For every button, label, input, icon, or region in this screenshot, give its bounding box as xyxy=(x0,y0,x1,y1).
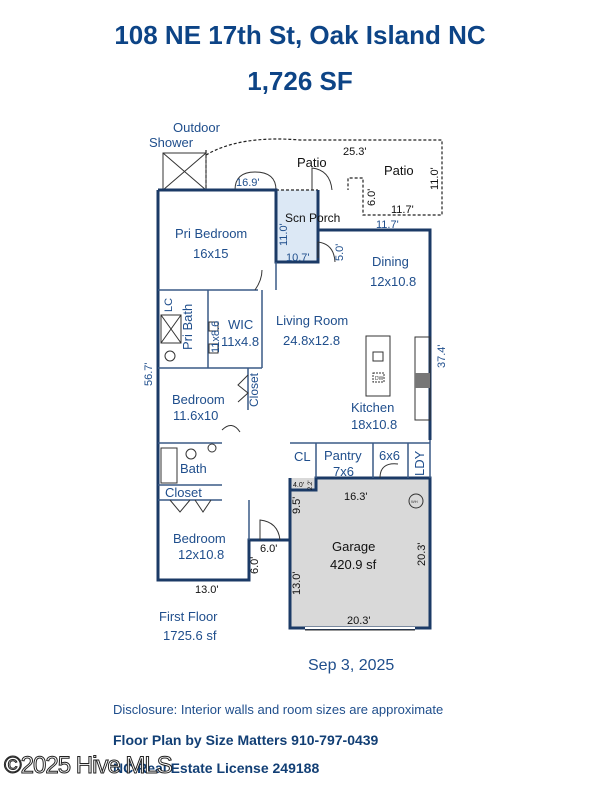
room-garage: Garage xyxy=(332,539,375,554)
svg-text:Bedroom: Bedroom xyxy=(173,531,226,546)
svg-text:6.0': 6.0' xyxy=(260,543,277,555)
svg-text:Outdoor: Outdoor xyxy=(173,120,221,135)
svg-text:6x6: 6x6 xyxy=(379,448,400,463)
toilet-icon xyxy=(164,350,176,362)
svg-text:Pantry: Pantry xyxy=(324,448,362,463)
svg-text:11.0': 11.0' xyxy=(429,167,441,190)
svg-text:LC: LC xyxy=(163,298,175,312)
water-heater-icon xyxy=(408,493,424,509)
bathtub-icon xyxy=(160,447,178,484)
svg-text:Patio: Patio xyxy=(297,155,327,170)
door-arc-icon[interactable] xyxy=(221,425,241,433)
svg-text:DW: DW xyxy=(375,376,384,382)
svg-text:11.7': 11.7' xyxy=(391,204,414,216)
svg-text:5.0': 5.0' xyxy=(334,244,346,261)
plan-date: Sep 3, 2025 xyxy=(308,657,395,674)
shower-icon xyxy=(160,314,182,344)
svg-text:Kitchen: Kitchen xyxy=(351,400,394,415)
license: NC Real Estate License 249188 xyxy=(113,760,320,776)
svg-text:16.9': 16.9' xyxy=(236,177,260,189)
svg-text:Closet: Closet xyxy=(165,485,202,500)
floor-area: 1725.6 sf xyxy=(163,628,217,643)
room-living: Living Room xyxy=(276,313,348,328)
room-pri-bedroom: Pri Bedroom xyxy=(175,226,247,241)
svg-text:LDY: LDY xyxy=(412,450,427,476)
svg-text:20.3': 20.3' xyxy=(416,542,428,566)
svg-text:4.0': 4.0' xyxy=(293,482,304,489)
door-arc-icon[interactable] xyxy=(254,269,263,291)
svg-text:24.8x12.8: 24.8x12.8 xyxy=(283,333,340,348)
screen-porch-fill xyxy=(276,190,318,262)
patio-outline xyxy=(205,138,443,216)
svg-text:Bath: Bath xyxy=(180,461,207,476)
toilet-icon xyxy=(185,448,197,460)
svg-text:Shower: Shower xyxy=(149,135,194,150)
svg-text:6.0': 6.0' xyxy=(249,557,261,574)
svg-text:420.9 sf: 420.9 sf xyxy=(330,557,377,572)
svg-text:18x10.8: 18x10.8 xyxy=(351,417,397,432)
svg-text:Patio: Patio xyxy=(384,163,414,178)
svg-text:11x8.6: 11x8.6 xyxy=(210,321,222,353)
svg-text:20.3': 20.3' xyxy=(347,615,371,627)
svg-text:Bedroom: Bedroom xyxy=(172,392,225,407)
svg-text:11x4.8: 11x4.8 xyxy=(221,334,259,349)
svg-text:6.0': 6.0' xyxy=(366,189,378,206)
svg-text:11.6x10: 11.6x10 xyxy=(173,408,218,423)
bifold-door-icon[interactable] xyxy=(169,499,212,513)
door-arc-icon[interactable] xyxy=(317,241,336,263)
floor-name: First Floor xyxy=(159,609,218,624)
svg-text:10.7': 10.7' xyxy=(286,252,310,264)
door-arc-icon[interactable] xyxy=(379,463,399,479)
sink-icon xyxy=(208,343,219,354)
svg-text:13.0': 13.0' xyxy=(195,584,219,596)
svg-text:11.7': 11.7' xyxy=(376,219,399,231)
total-area-title: 1,726 SF xyxy=(247,66,353,96)
exterior-wall xyxy=(156,190,290,582)
sink-icon xyxy=(207,443,217,453)
svg-text:37.4': 37.4' xyxy=(436,344,448,368)
svg-text:Scn Porch: Scn Porch xyxy=(285,211,340,225)
svg-text:Pri Bath: Pri Bath xyxy=(180,304,195,350)
svg-text:11.0': 11.0' xyxy=(278,223,290,246)
svg-text:13.0': 13.0' xyxy=(291,571,303,595)
svg-text:16x15: 16x15 xyxy=(193,246,228,261)
svg-text:7x6: 7x6 xyxy=(333,464,354,479)
svg-text:25.3': 25.3' xyxy=(343,146,367,158)
kitchen-sink-icon xyxy=(372,351,384,362)
svg-text:Dining: Dining xyxy=(372,254,409,269)
disclosure: Disclosure: Interior walls and room size… xyxy=(113,702,444,717)
svg-text:12x10.8: 12x10.8 xyxy=(178,547,224,562)
kitchen-island xyxy=(365,335,391,397)
stove-icon xyxy=(415,373,430,388)
sink-icon xyxy=(208,321,219,332)
dishwasher-icon xyxy=(372,372,385,383)
svg-text:56.7': 56.7' xyxy=(143,362,155,386)
svg-text:12x10.8: 12x10.8 xyxy=(370,274,416,289)
door-arc-icon xyxy=(234,171,277,191)
svg-text:2.2': 2.2' xyxy=(308,481,314,491)
svg-text:Closet: Closet xyxy=(247,372,261,407)
credit: Floor Plan by Size Matters 910-797-0439 xyxy=(113,732,379,748)
address-title: 108 NE 17th St, Oak Island NC xyxy=(114,20,486,50)
svg-text:CL: CL xyxy=(294,449,311,464)
bifold-door-icon[interactable] xyxy=(237,374,249,403)
svg-text:WH: WH xyxy=(411,499,418,504)
svg-text:WIC: WIC xyxy=(228,317,253,332)
door-arc-icon[interactable] xyxy=(259,519,281,541)
svg-text:9.5': 9.5' xyxy=(291,497,303,514)
svg-text:16.3': 16.3' xyxy=(344,491,368,503)
watermark: ©2025 Hive MLS xyxy=(4,752,174,780)
door-arc-icon xyxy=(311,167,333,191)
garage-fill xyxy=(290,478,430,628)
